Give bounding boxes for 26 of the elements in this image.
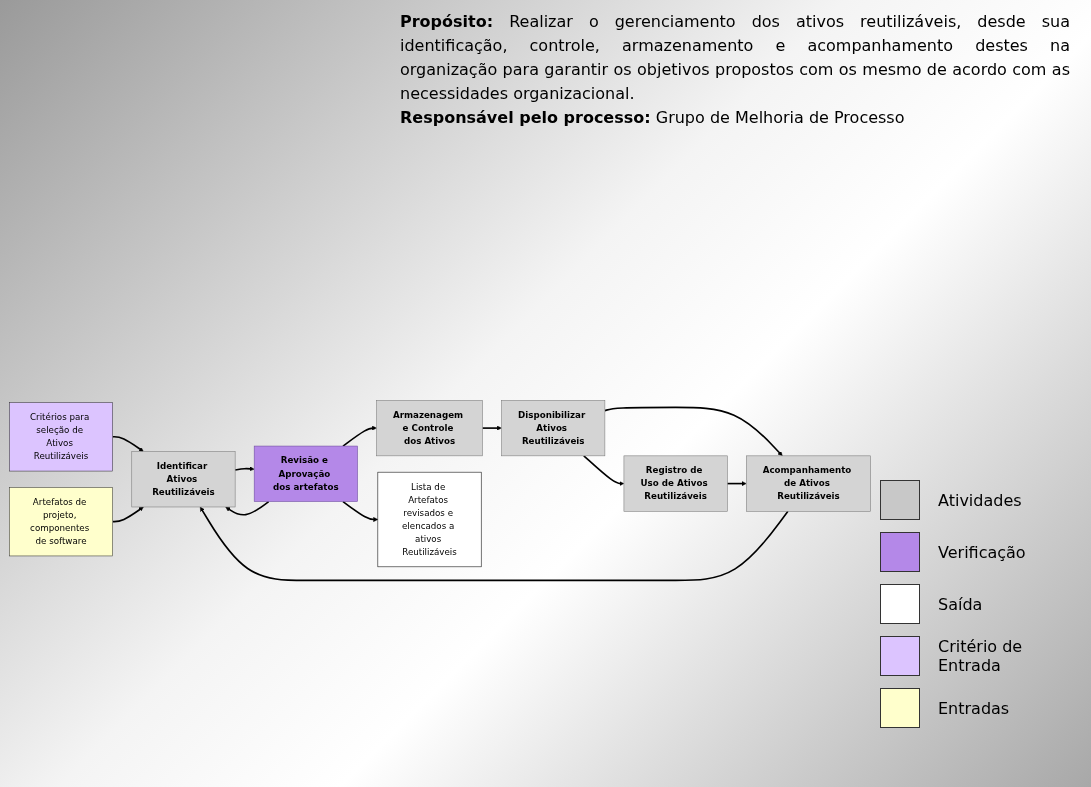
arrow: [604, 406, 783, 456]
node-box: Registro de Uso de Ativos Reutilizáveis: [623, 455, 728, 512]
arrow: [234, 466, 255, 471]
arrow: [111, 435, 144, 452]
node-box: Armazenagem e Controle dos Ativos: [376, 399, 483, 456]
legend-label: Verificação: [938, 542, 1026, 562]
legend-label: Atividades: [938, 490, 1022, 510]
purpose-text: Propósito: Realizar o gerenciamento dos ativos reutilizáveis, desde sua identificação, controle, armazenamento e acompanhamento destes na organização para garantir os objetivos propostos com os mesmo de acordo com as necessidades organizacional.: [400, 11, 1070, 105]
arrow: [342, 500, 379, 522]
legend-label: Entradas: [938, 698, 1010, 718]
arrow: [225, 500, 270, 516]
legend-label: Saída: [938, 594, 983, 614]
purpose-text: Responsável pelo processo: Grupo de Melhoria de Processo: [400, 107, 906, 129]
node-box: Acompanhamento de Ativos Reutilizáveis: [746, 455, 871, 512]
node-box: Disponibilizar Ativos Reutilizáveis: [501, 399, 606, 456]
arrow: [200, 506, 789, 581]
arrow: [481, 425, 502, 431]
legend-label: Critério de Entrada: [938, 637, 1024, 675]
node-box: Identificar Ativos Reutilizáveis: [131, 450, 236, 507]
arrow: [342, 425, 377, 447]
arrow: [111, 506, 144, 523]
node-box: Lista de Artefatos revisados e elencados a ativos Reutilizáveis: [377, 471, 482, 567]
node-box: Artefatos de projeto, componentes de software: [9, 486, 113, 556]
arrow: [583, 454, 625, 486]
node-box: Revisão e Aprovação dos artefatos: [253, 445, 358, 502]
node-box: Critérios para seleção de Ativos Reutilizáveis: [9, 401, 113, 471]
